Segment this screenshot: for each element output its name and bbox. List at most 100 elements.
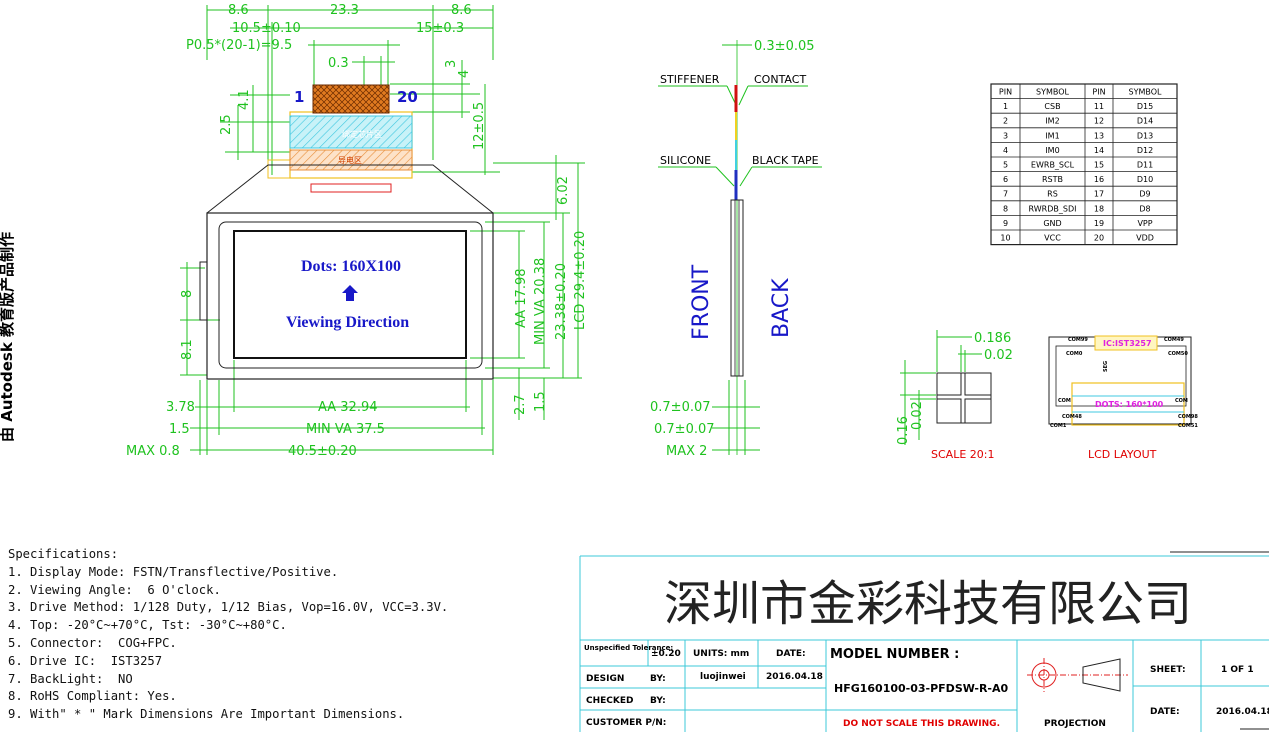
lcd-dots-label: DOTS: 160*100 [1095, 400, 1164, 409]
scale-label: SCALE 20:1 [931, 448, 994, 461]
spec-item: 9. With" * " Mark Dimensions Are Importa… [8, 707, 405, 722]
dim-h4-1: 4.1 [237, 89, 252, 110]
dim-h6-02: 6.02 [556, 176, 571, 205]
dim-pitch: P0.5*(20-1)=9.5 [186, 38, 292, 53]
dim-23-38: 23.38±0.20 [554, 263, 569, 340]
dots-label: Dots: 160X100 [301, 258, 401, 275]
pin-table-cell: IM1 [1045, 131, 1059, 140]
design-label: DESIGN [586, 674, 624, 684]
pin-table-header: PIN [1092, 88, 1105, 97]
pin-table-cell: RSTB [1042, 175, 1063, 184]
side-dim-0-3: 0.3±0.05 [754, 39, 815, 54]
checked-label: CHECKED [586, 696, 633, 706]
design-date: 2016.04.18 [766, 672, 823, 682]
customer-pn-label: CUSTOMER P/N: [586, 718, 666, 728]
scale-detail: 0.186 0.02 0.16 0.02 SCALE 20:1 [896, 330, 1013, 461]
com-br2: COM51 [1178, 423, 1198, 429]
dim-top-23-3: 23.3 [330, 3, 359, 18]
chip-area-label: 绑定芯片区 [342, 129, 382, 139]
pin-table-cell: 3 [1003, 131, 1008, 140]
specs-list: 1. Display Mode: FSTN/Transflective/Posi… [8, 564, 448, 724]
pin-table-cell: 15 [1094, 161, 1104, 170]
pin-table-cell: 16 [1094, 175, 1104, 184]
pin-table-cell: 18 [1094, 204, 1104, 213]
date2-value: 2016.04.18 [1216, 707, 1269, 717]
front-label: FRONT [689, 264, 714, 340]
spec-item: 7. BackLight: NO [8, 671, 133, 686]
pin-table-cell: 19 [1094, 219, 1104, 228]
spec-item: 5. Connector: COG+FPC. [8, 635, 177, 650]
pin-table-cell: RWRDB_SDI [1029, 204, 1077, 213]
pin-table-header: SYMBOL [1129, 88, 1163, 97]
dim-h2-5: 2.5 [219, 114, 234, 135]
pin-table-cell: VPP [1137, 219, 1152, 228]
spec-item: 6. Drive IC: IST3257 [8, 653, 163, 668]
side-dim-0-7b: 0.7±0.07 [654, 422, 715, 437]
com-br: COM98 [1178, 414, 1198, 420]
black-tape-label: BLACK TAPE [752, 154, 819, 167]
contact-label: CONTACT [754, 73, 806, 86]
sheet-label: SHEET: [1150, 665, 1186, 675]
dim-2-7: 2.7 [513, 394, 528, 415]
back-label: BACK [769, 278, 794, 338]
dim-10-5: 10.5±0.10 [232, 21, 301, 36]
pin-table-cell: D13 [1137, 131, 1153, 140]
units-label: UNITS: mm [693, 649, 749, 659]
scale-dim-0-02b: 0.02 [910, 401, 925, 430]
pin-table-cell: 11 [1094, 102, 1104, 111]
pin-table-cell: 6 [1003, 175, 1008, 184]
pin-table-cell: D14 [1137, 117, 1153, 126]
pin-table-cell: 9 [1003, 219, 1008, 228]
pin-table-cell: 7 [1003, 190, 1008, 199]
dim-1-5-h: 1.5 [169, 422, 190, 437]
pin-table-cell: D9 [1139, 190, 1150, 199]
date-label: DATE: [776, 649, 806, 659]
spec-item: 4. Top: -20°C~+70°C, Tst: -30°C~+80°C. [8, 618, 287, 633]
dim-h4: 4 [457, 70, 472, 78]
specifications: Specifications: 1. Display Mode: FSTN/Tr… [8, 546, 448, 724]
company-name: 深圳市金彩科技有限公司 [664, 576, 1192, 632]
lcd-ic-label: IC:IST3257 [1103, 339, 1152, 348]
side-view: 0.3±0.05 STIFFENER CONTACT SILICONE BLAC… [650, 39, 822, 459]
pin-table-header: SYMBOL [1036, 88, 1070, 97]
pin-table-cell: 2 [1003, 117, 1008, 126]
pin-table-cell: D8 [1139, 204, 1150, 213]
sheet-value: 1 OF 1 [1221, 665, 1254, 675]
projection-icon [1027, 658, 1128, 692]
dim-minva-w: MIN VA 37.5 [306, 422, 385, 437]
dim-top-right: 8.6 [451, 3, 472, 18]
pin-table-cell: D12 [1137, 146, 1153, 155]
stiffener-label: STIFFENER [660, 73, 720, 86]
pin-table-cell: GND [1043, 219, 1061, 228]
dim-lcd-h: LCD 29.4±0.20 [573, 231, 588, 330]
dim-top-left: 8.6 [228, 3, 249, 18]
pin-table-cell: RS [1047, 190, 1058, 199]
specs-title: Specifications: [8, 547, 119, 561]
date2-label: DATE: [1150, 707, 1180, 717]
pin-table-cell: CSB [1044, 102, 1060, 111]
dim-1-5-v: 1.5 [533, 391, 548, 412]
watermark-text: 由 Autodesk 教育版产品制作 [0, 232, 16, 442]
pin1-label: 1 [294, 88, 304, 106]
com-bl2: COM48 [1062, 414, 1082, 420]
watermark: 由 Autodesk 教育版产品制作 [0, 232, 16, 442]
dim-3-78: 3.78 [166, 400, 195, 415]
com-tr: COM49 [1164, 337, 1184, 343]
pin-table-cell: D11 [1137, 161, 1153, 170]
pin-table-cell: VDD [1136, 234, 1154, 243]
pin-table-cell: EWRB_SCL [1031, 161, 1075, 170]
dim-minva-h: MIN VA 20.38 [533, 258, 548, 345]
scale-dim-0-16: 0.16 [896, 416, 911, 445]
dim-left-8: 8 [180, 290, 195, 298]
dim-h12: 12±0.5 [472, 102, 487, 150]
dim-pad: 0.3 [328, 56, 349, 71]
viewing-direction-label: Viewing Direction [286, 314, 409, 331]
dim-15: 15±0.3 [416, 21, 464, 36]
pin-table-cell: 17 [1094, 190, 1104, 199]
com-r: COM [1175, 398, 1188, 404]
pin-table-cell: 13 [1094, 131, 1104, 140]
dim-aa-w: AA 32.94 [318, 400, 378, 415]
pin-table-cell: D10 [1137, 175, 1153, 184]
spec-item: 2. Viewing Angle: 6 O'clock. [8, 582, 221, 597]
